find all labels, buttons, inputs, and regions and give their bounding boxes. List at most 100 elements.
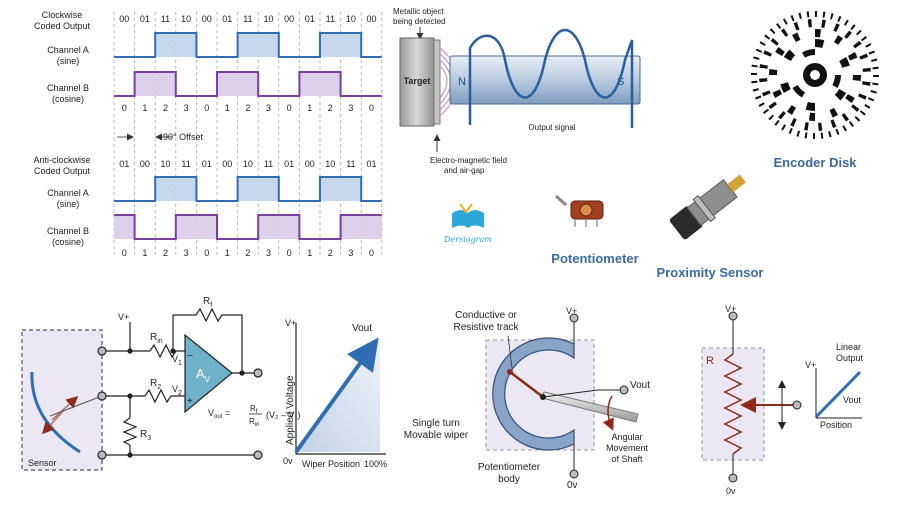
- acw-channel-a-label: Channel A: [47, 188, 89, 198]
- disk-segment: [805, 102, 815, 111]
- rin-label: Rin: [150, 332, 163, 345]
- disk-segment: [793, 21, 800, 31]
- acw-step-label: 0: [287, 248, 292, 258]
- v1-label-main: V: [172, 354, 178, 364]
- acw-channel-b-wave-high-fill: [175, 215, 197, 239]
- disk-segment: [761, 90, 771, 97]
- disk-segment: [815, 11, 818, 18]
- acw-step-label: 3: [184, 248, 189, 258]
- cw-code-label: 01: [222, 14, 232, 24]
- potentiometer-photo: Potentiometer: [551, 194, 639, 266]
- r2-label-sub: 2: [157, 384, 161, 391]
- linear-vplus-label: V+: [725, 304, 736, 314]
- inductive-sensor-diagram: Metallic object being detected Target N …: [393, 7, 641, 175]
- cw-step-label: 2: [163, 103, 168, 113]
- disk-segment: [758, 102, 765, 107]
- output-terminal: [253, 368, 263, 378]
- proximity-sensor-title: Proximity Sensor: [657, 265, 764, 280]
- disk-segment: [844, 30, 852, 39]
- south-label: S: [617, 76, 624, 88]
- rin-label-sub: in: [157, 338, 163, 345]
- cw-step-label: 0: [122, 103, 127, 113]
- disk-segment: [821, 19, 826, 28]
- cw-step-label: 0: [287, 103, 292, 113]
- disk-segment: [862, 81, 871, 86]
- acw-code-label: 11: [346, 159, 355, 169]
- rf-label-main: R: [203, 296, 210, 307]
- cw-channel-a-wave-high-fill: [175, 33, 197, 57]
- graph1-xlabel: Wiper Position: [302, 459, 360, 469]
- disk-segment: [802, 49, 815, 58]
- disk-segment: [798, 12, 802, 19]
- sensor-photo-nut: [692, 195, 716, 223]
- rin-resistor: [149, 343, 185, 359]
- linear-zero-label: 0v: [726, 486, 736, 496]
- acw-step-label: 0: [369, 248, 374, 258]
- cw-step-label: 1: [142, 103, 147, 113]
- disk-segment: [852, 75, 861, 82]
- acw-code-label: 11: [264, 159, 273, 169]
- disk-segment: [751, 80, 758, 84]
- track-label-1: Conductive or: [455, 310, 517, 321]
- cw-channel-a-wave-high-fill: [155, 33, 176, 57]
- cw-channel-b-label: Channel B: [47, 83, 89, 93]
- acw-channel-a-wave-high-fill: [320, 177, 341, 201]
- disk-segment: [796, 130, 800, 137]
- junction-feedback: [170, 348, 176, 354]
- cw-step-label: 3: [184, 103, 189, 113]
- disk-segment: [806, 11, 810, 18]
- opamp-sensor-circuit: [21, 307, 263, 471]
- disk-segment: [833, 23, 840, 32]
- cw-code-label: 10: [263, 14, 273, 24]
- disk-segment: [768, 114, 774, 121]
- frac-num-sub: f: [256, 409, 258, 415]
- acw-code-label: 10: [160, 159, 170, 169]
- angular-label-1: Angular: [611, 432, 642, 442]
- disk-segment: [868, 50, 875, 55]
- vout-equation-lhs: Vout =: [208, 408, 230, 420]
- cw-channel-a-wave-high-fill: [340, 33, 362, 57]
- r2-label: R2: [150, 378, 161, 391]
- acw-channel-a-wave-high-fill: [175, 177, 197, 201]
- cw-code-label: 00: [284, 14, 294, 24]
- disk-segment: [871, 58, 878, 62]
- disk-segment: [832, 75, 841, 88]
- disk-segment: [759, 64, 768, 69]
- disk-segment: [772, 89, 783, 98]
- opamp-plus: +: [187, 396, 193, 407]
- encoder-disk-title: Encoder Disk: [773, 155, 857, 170]
- cw-code-label: 10: [346, 14, 356, 24]
- frac-numerator: Rf: [250, 404, 258, 415]
- cw-channel-b-wave-high-fill: [134, 72, 156, 96]
- cw-code-label: 11: [326, 14, 335, 24]
- target-face: [433, 39, 441, 125]
- linear-graph-position: Position: [820, 420, 852, 430]
- disk-segment: [848, 121, 854, 128]
- acw-channel-a-wave-high-fill: [340, 177, 362, 201]
- r2-label-main: R: [150, 378, 157, 389]
- linear-resistor: [723, 353, 743, 455]
- pot-vplus-label: V+: [566, 306, 577, 316]
- angular-label-2: Movement: [606, 443, 649, 453]
- acw-channel-a-wave-high-fill: [155, 177, 176, 201]
- rf-resistor: [173, 307, 243, 373]
- acw-step-label: 1: [142, 248, 147, 258]
- cw-code-label: 10: [181, 14, 191, 24]
- disk-segment: [762, 108, 769, 114]
- frac-den-main: R: [249, 417, 255, 426]
- pot-wiper-contact: [507, 369, 513, 375]
- disk-segment: [808, 112, 815, 121]
- cw-step-label: 3: [348, 103, 353, 113]
- acw-step-label: 1: [307, 248, 312, 258]
- proximity-sensor-photo: Proximity Sensor: [657, 174, 764, 280]
- cw-channel-b-wave: [114, 71, 382, 97]
- disk-segment: [763, 50, 772, 57]
- r3-resistor: [122, 417, 138, 446]
- metallic-label-2: being detected: [393, 17, 446, 26]
- cw-channel-b-wave-high-fill: [237, 72, 259, 96]
- pot-photo-shaft: [554, 194, 568, 207]
- disk-segment: [856, 29, 862, 36]
- pot-vout-terminal: [619, 385, 629, 395]
